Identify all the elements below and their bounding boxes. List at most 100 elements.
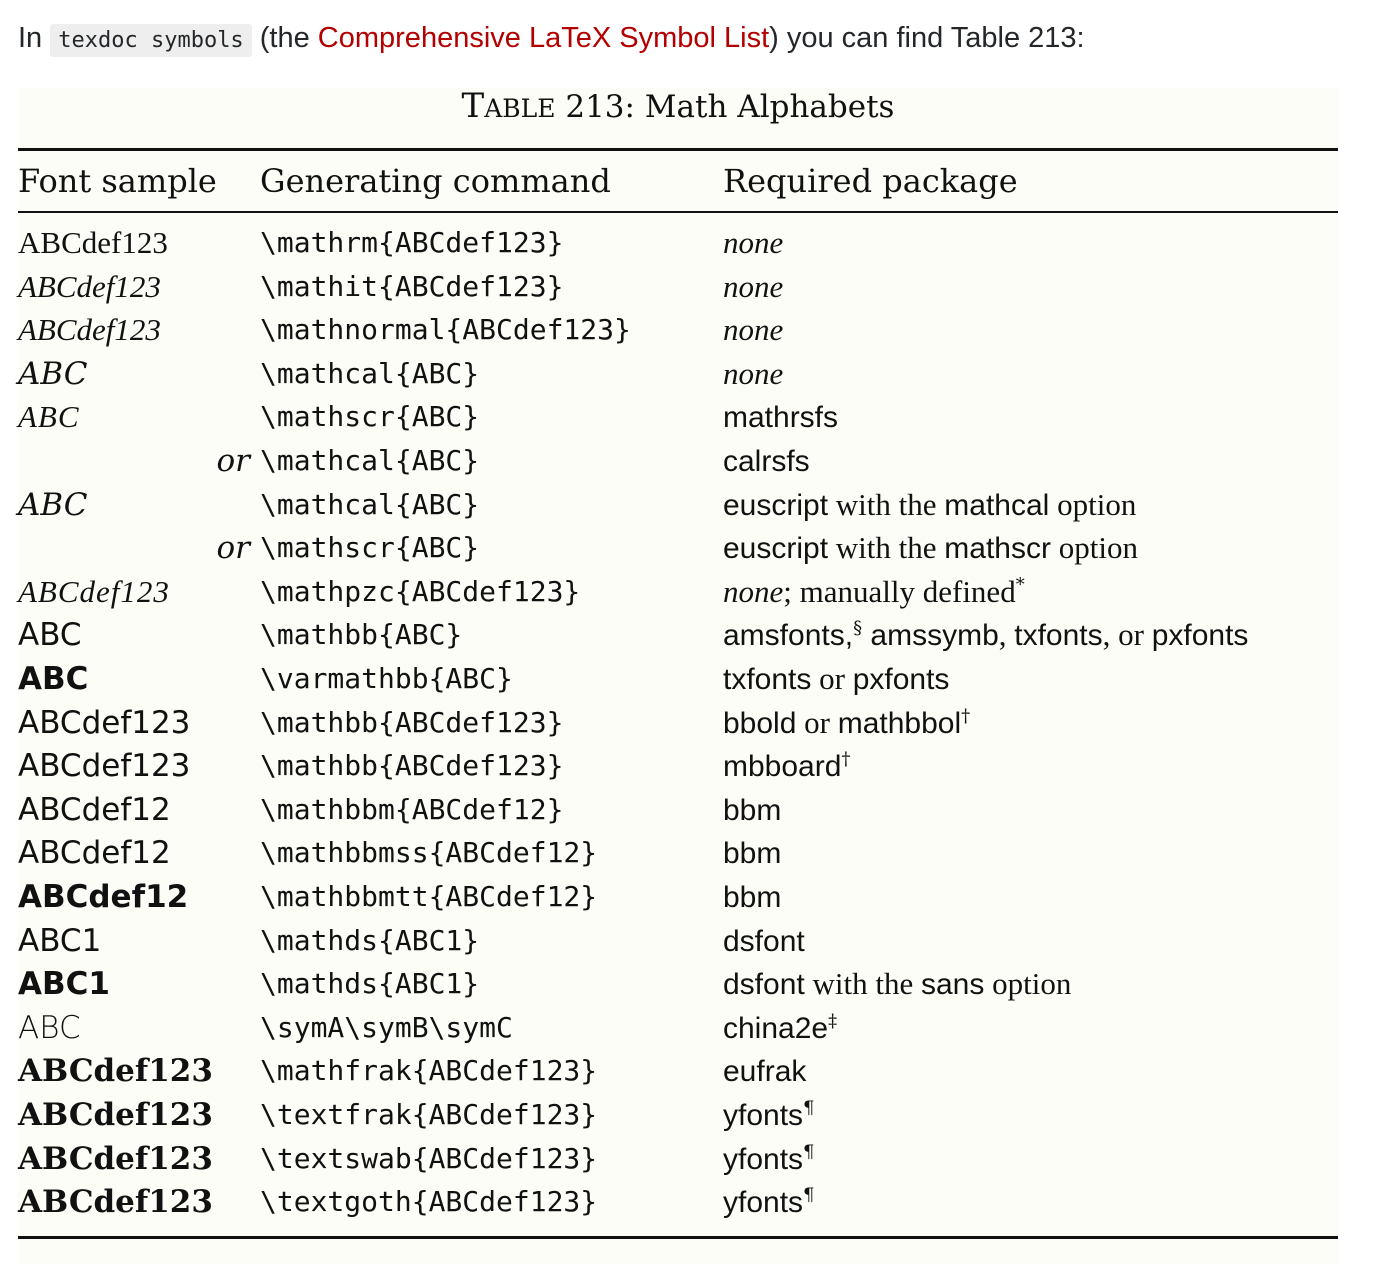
package-note: none <box>723 312 784 348</box>
package-name: dsfont <box>723 968 805 1002</box>
symbol-list-link[interactable]: Comprehensive LaTeX Symbol List <box>317 22 770 54</box>
table-header-row: Font sample Generating command Required … <box>18 151 1338 211</box>
package-name: dsfont <box>723 924 805 958</box>
required-package: bbm <box>723 788 781 833</box>
caption-smallcaps-initial: T <box>461 86 485 126</box>
generating-command: \symA\symB\symC <box>260 1010 513 1044</box>
font-sample: ABCdef123 <box>18 1097 213 1133</box>
required-package: eufrak <box>723 1049 806 1094</box>
package-name: yfonts <box>723 1142 804 1176</box>
required-package: amsfonts,§ amssymb, txfonts, or pxfonts <box>723 613 1248 658</box>
package-name: amssymb <box>862 619 999 653</box>
table-row: ABCdef12\mathbbmtt{ABCdef12}bbm <box>18 875 1338 919</box>
font-sample: ABCdef12 <box>18 835 171 872</box>
font-sample: ABCdef12 <box>18 879 189 915</box>
required-package: dsfont with the sans option <box>723 962 1071 1007</box>
table-row: or\mathcal{ABC}calrsfs <box>18 439 1338 483</box>
font-sample: ABCdef123 <box>18 1140 213 1177</box>
footnote-mark: ‡ <box>828 1010 838 1032</box>
package-name: mbboard <box>723 750 842 784</box>
intro-paren: (the <box>259 22 310 54</box>
generating-command: \mathrm{ABCdef123} <box>260 226 564 259</box>
package-name: mathcal <box>944 488 1050 522</box>
package-note: with the <box>828 486 945 522</box>
font-sample: ABC1 <box>18 966 110 1003</box>
generating-command: \mathnormal{ABCdef123} <box>260 313 631 347</box>
header-rule <box>18 211 1338 213</box>
required-package: none; manually defined* <box>723 570 1025 614</box>
generating-command: \mathscr{ABC} <box>260 531 480 565</box>
table-row: ABCdef12 \mathbbmss{ABCdef12} bbm <box>18 831 1338 875</box>
footnote-mark: † <box>961 705 971 727</box>
required-package: yfonts¶ <box>723 1137 815 1182</box>
generating-command: \mathbb{ABC} <box>260 618 463 652</box>
package-name: euscript <box>723 532 829 566</box>
package-note: , or <box>1102 617 1152 653</box>
table-row: ABC\mathbb{ABC}amsfonts,§ amssymb, txfon… <box>18 613 1338 657</box>
package-note: option <box>1050 530 1138 566</box>
font-sample: ABCdef123 <box>18 704 191 741</box>
footnote-mark: ¶ <box>803 1184 815 1206</box>
table-row: ABCdef123 \mathfrak{ABCdef123} eufrak <box>18 1049 1338 1093</box>
generating-command: \mathit{ABCdef123} <box>260 269 564 303</box>
font-sample: ABCdef123 <box>18 1053 213 1090</box>
generating-command: \textswab{ABCdef123} <box>260 1141 598 1175</box>
generating-command: \mathds{ABC1} <box>260 967 480 1001</box>
font-sample: ABC <box>18 661 89 697</box>
required-package: yfonts¶ <box>723 1180 815 1225</box>
font-sample: ABCdef123 <box>18 573 170 609</box>
header-font-sample: Font sample <box>18 162 217 200</box>
footnote-mark: § <box>853 618 863 640</box>
font-sample: ABCdef123 <box>18 748 191 785</box>
bottom-rule <box>18 1236 1338 1239</box>
generating-command: \varmathbb{ABC} <box>260 662 513 695</box>
table-row: ABCdef123\textgoth{ABCdef123}yfonts¶ <box>18 1180 1338 1224</box>
table-row: ABCdef123 \textswab{ABCdef123} yfonts¶ <box>18 1137 1338 1181</box>
required-package: yfonts¶ <box>723 1093 815 1138</box>
package-name: china2e <box>723 1011 829 1045</box>
required-package: none <box>723 352 783 396</box>
table-row: ABCdef123\mathit{ABCdef123}none <box>18 265 1338 309</box>
table-row: ABC1 \mathds{ABC1} dsfont with the sans op… <box>18 962 1338 1006</box>
intro-paragraph: In texdoc symbols (the Comprehensive LaT… <box>18 20 1085 59</box>
footnote-mark: † <box>841 748 851 770</box>
generating-command: \mathbbmss{ABCdef12} <box>260 836 598 870</box>
package-name: sans <box>920 968 985 1002</box>
package-name: yfonts <box>723 1186 804 1220</box>
package-name: eufrak <box>723 1055 807 1089</box>
header-command: Generating command <box>260 162 611 200</box>
table-row: ABCdef123\mathbb{ABCdef123}bbold or math… <box>18 701 1338 745</box>
package-name: txfonts <box>723 663 812 696</box>
generating-command: \mathds{ABC1} <box>260 923 480 957</box>
generating-command: \mathbbm{ABCdef12} <box>260 792 564 826</box>
table-row: ABCdef123\mathnormal{ABCdef123}none <box>18 308 1338 352</box>
generating-command: \mathcal{ABC} <box>260 444 480 477</box>
font-sample: ABC <box>18 355 88 392</box>
intro-prefix: In <box>18 22 43 54</box>
font-sample: ABCdef12 <box>18 791 171 828</box>
footnote-mark: ¶ <box>803 1141 815 1163</box>
top-rule <box>18 148 1338 151</box>
generating-command: \mathcal{ABC} <box>260 487 480 521</box>
caption-smallcaps-rest: ABLE <box>484 94 556 123</box>
table-row: ABCdef123\mathrm{ABCdef123}none <box>18 221 1338 265</box>
table-image: TABLE 213: Math Alphabets Font sample Ge… <box>18 88 1338 1264</box>
package-name: pxfonts <box>852 663 950 696</box>
inline-code: texdoc symbols <box>50 24 252 57</box>
package-name: pxfonts <box>1151 619 1249 653</box>
package-note: or <box>796 704 838 740</box>
generating-command: \mathbb{ABCdef123} <box>260 705 564 739</box>
font-sample: ABC <box>18 1009 81 1046</box>
font-sample: or <box>216 530 250 567</box>
package-name: bbm <box>723 881 782 914</box>
generating-command: \mathfrak{ABCdef123} <box>260 1054 598 1088</box>
package-note: none <box>723 573 784 609</box>
package-name: mathscr <box>944 532 1051 566</box>
package-note: none <box>723 355 784 391</box>
required-package: bbm <box>723 831 781 876</box>
required-package: dsfont <box>723 919 805 964</box>
font-sample: or <box>216 443 250 479</box>
required-package: mbboard† <box>723 744 850 789</box>
generating-command: \mathcal{ABC} <box>260 356 480 390</box>
package-name: mathbbol <box>837 706 962 740</box>
